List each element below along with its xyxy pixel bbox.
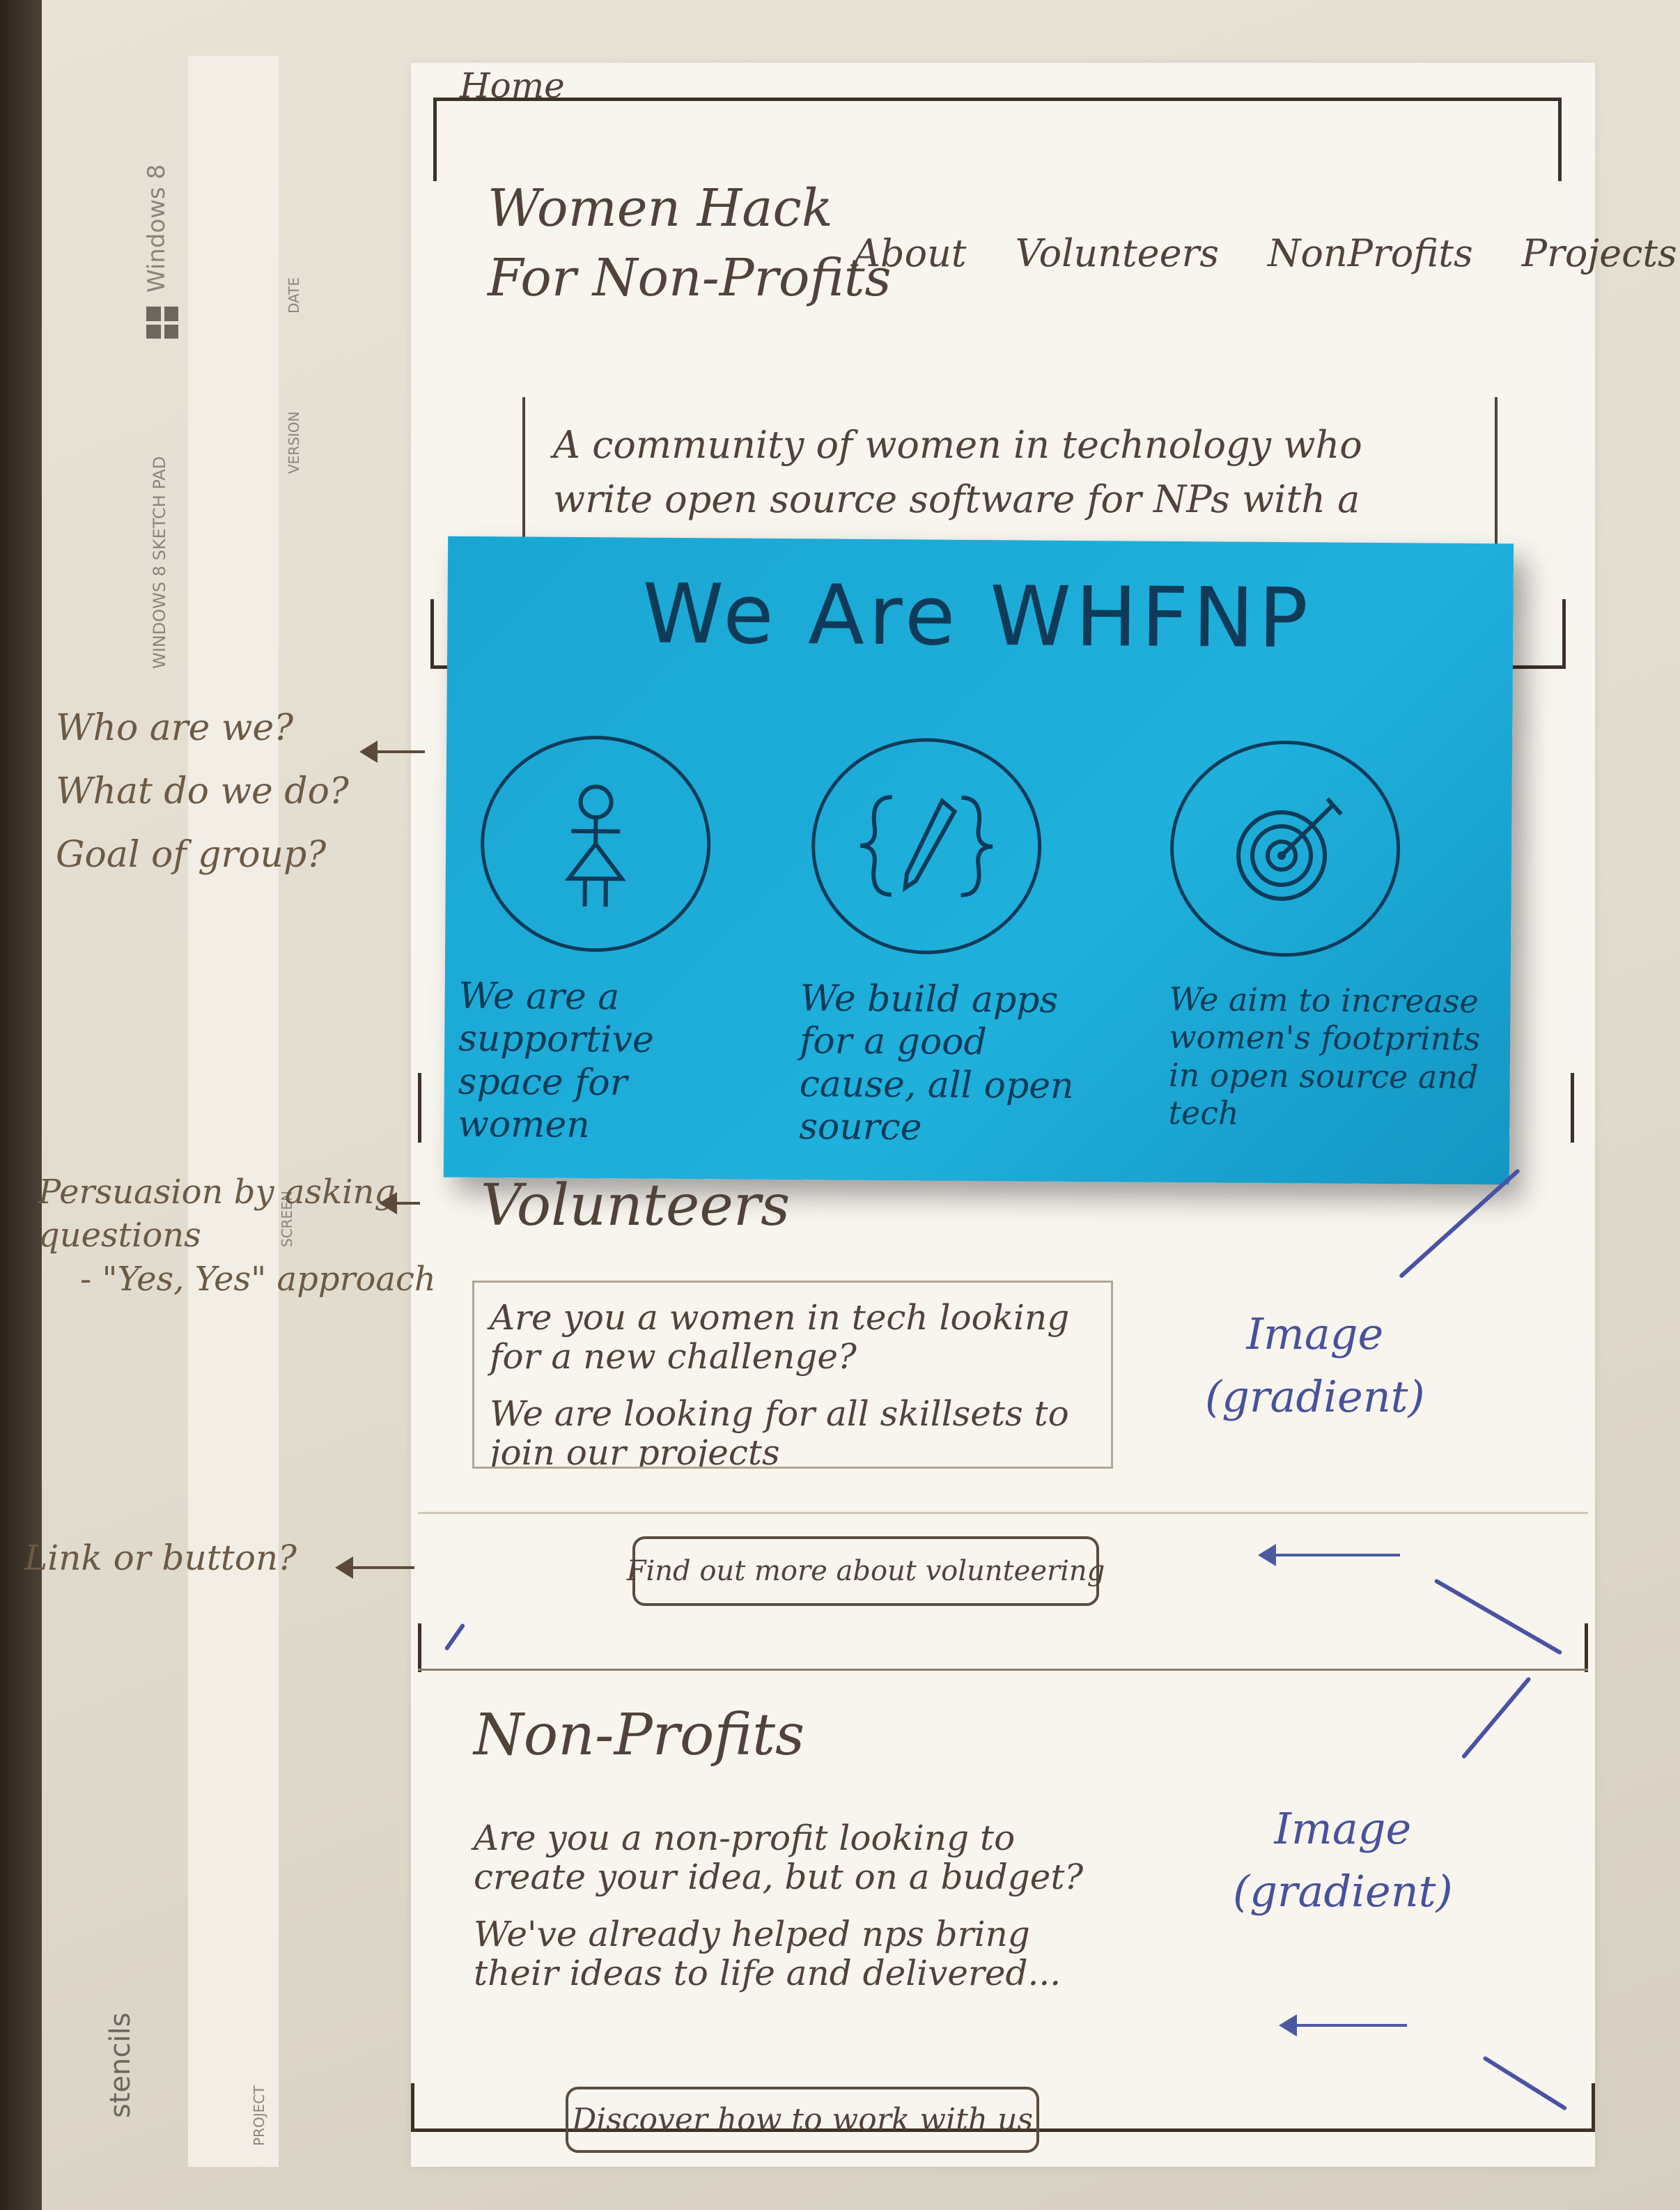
nonprofits-title: Non-Profits xyxy=(474,1702,805,1768)
volunteers-body: We are looking for all skillsets to join… xyxy=(490,1393,1069,1469)
arrow-left-icon xyxy=(1258,1544,1400,1566)
volunteers-text-box: Are you a women in tech looking for a ne… xyxy=(472,1281,1113,1469)
persuasion-line1: Persuasion by asking xyxy=(38,1173,396,1212)
nav-item-volunteers[interactable]: Volunteers xyxy=(1015,231,1220,275)
nonprofits-body: We've already helped nps bring their ide… xyxy=(474,1914,1061,1993)
nonprofits-bracket xyxy=(411,2083,1595,2132)
site-logo-title[interactable]: Women Hack For Non-Profits xyxy=(488,174,892,314)
arrow-left-icon xyxy=(335,1556,414,1579)
date-field-label: DATE xyxy=(286,277,302,314)
windows-logo-icon xyxy=(146,307,178,339)
persuasion-annotation: Persuasion by asking questions - "Yes, Y… xyxy=(38,1170,436,1301)
annotation-what: What do we do? xyxy=(56,771,349,812)
section-divider xyxy=(418,1512,1588,1514)
arrow-left-icon xyxy=(379,1192,420,1214)
volunteers-image-sublabel: (gradient) xyxy=(1205,1370,1425,1422)
brand-title-line2: For Non-Profits xyxy=(488,247,892,308)
nonprofits-image-placeholder: Image (gradient) xyxy=(1233,1798,1453,1923)
brand-title-line1: Women Hack xyxy=(488,178,833,238)
volunteers-image-label: Image xyxy=(1246,1308,1384,1359)
nav-item-projects[interactable]: Projects xyxy=(1521,231,1677,275)
nonprofits-question: Are you a non-profit looking to create y… xyxy=(474,1818,1084,1897)
page-label: Home xyxy=(460,65,565,106)
nav-item-nonprofits[interactable]: NonProfits xyxy=(1268,231,1473,275)
section-divider xyxy=(418,1669,1588,1671)
stencil-side-strip xyxy=(188,56,279,2167)
header-bracket xyxy=(433,98,1562,181)
arrow-left-icon xyxy=(1279,2014,1407,2037)
code-pencil-icon xyxy=(811,737,1043,955)
about-bracket xyxy=(418,1073,1574,1143)
volunteers-question: Are you a women in tech looking for a ne… xyxy=(490,1297,1070,1377)
nonprofits-image-label: Image xyxy=(1274,1803,1412,1854)
table-edge xyxy=(0,0,42,2210)
feature-text-build: We build apps for a good cause, all open… xyxy=(799,978,1074,1149)
about-annotation: Who are we? What do we do? Goal of group… xyxy=(56,697,349,887)
find-out-volunteering-button[interactable]: Find out more about volunteering xyxy=(627,1536,1105,1606)
woman-figure-icon xyxy=(480,735,712,953)
feature-text-aim: We aim to increase women's footprints in… xyxy=(1168,980,1481,1132)
stencils-brand-logo: stencils xyxy=(104,2012,137,2118)
nonprofits-image-sublabel: (gradient) xyxy=(1233,1865,1453,1917)
volunteers-title: Volunteers xyxy=(481,1173,791,1239)
project-field-label: PROJECT xyxy=(251,2085,267,2146)
volunteers-bracket xyxy=(418,1623,1588,1672)
target-icon xyxy=(1169,739,1401,958)
tagline-text: A community of women in technology who w… xyxy=(553,423,1362,557)
persuasion-line3: - "Yes, Yes" approach xyxy=(80,1259,436,1299)
version-field-label: VERSION xyxy=(286,411,302,474)
feature-text-supportive: We are a supportive space for women xyxy=(458,975,654,1147)
annotation-who: Who are we? xyxy=(56,707,294,749)
template-label: WINDOWS 8 SKETCH PAD xyxy=(150,456,169,669)
sticky-note-title: We Are WHFNP xyxy=(641,565,1313,667)
persuasion-line2: questions xyxy=(38,1216,201,1255)
link-or-button-annotation: Link or button? xyxy=(24,1538,297,1578)
arrow-left-icon xyxy=(359,741,425,763)
tagline-box: A community of women in technology who w… xyxy=(522,397,1498,557)
sticky-note: We Are WHFNP We are a supportive space f… xyxy=(443,536,1514,1185)
nav-item-about[interactable]: About xyxy=(853,231,967,275)
stencils-brand-text: stencils xyxy=(104,2012,137,2118)
volunteers-image-placeholder: Image (gradient) xyxy=(1205,1303,1425,1428)
platform-label: Windows 8 xyxy=(143,164,171,293)
annotation-goal: Goal of group? xyxy=(56,834,327,876)
main-nav: About Volunteers NonProfits Projects xyxy=(853,230,1677,277)
discover-work-with-us-button[interactable]: Discover how to work with us xyxy=(566,2087,1039,2153)
nonprofits-text: Are you a non-profit looking to create y… xyxy=(474,1818,1100,2011)
